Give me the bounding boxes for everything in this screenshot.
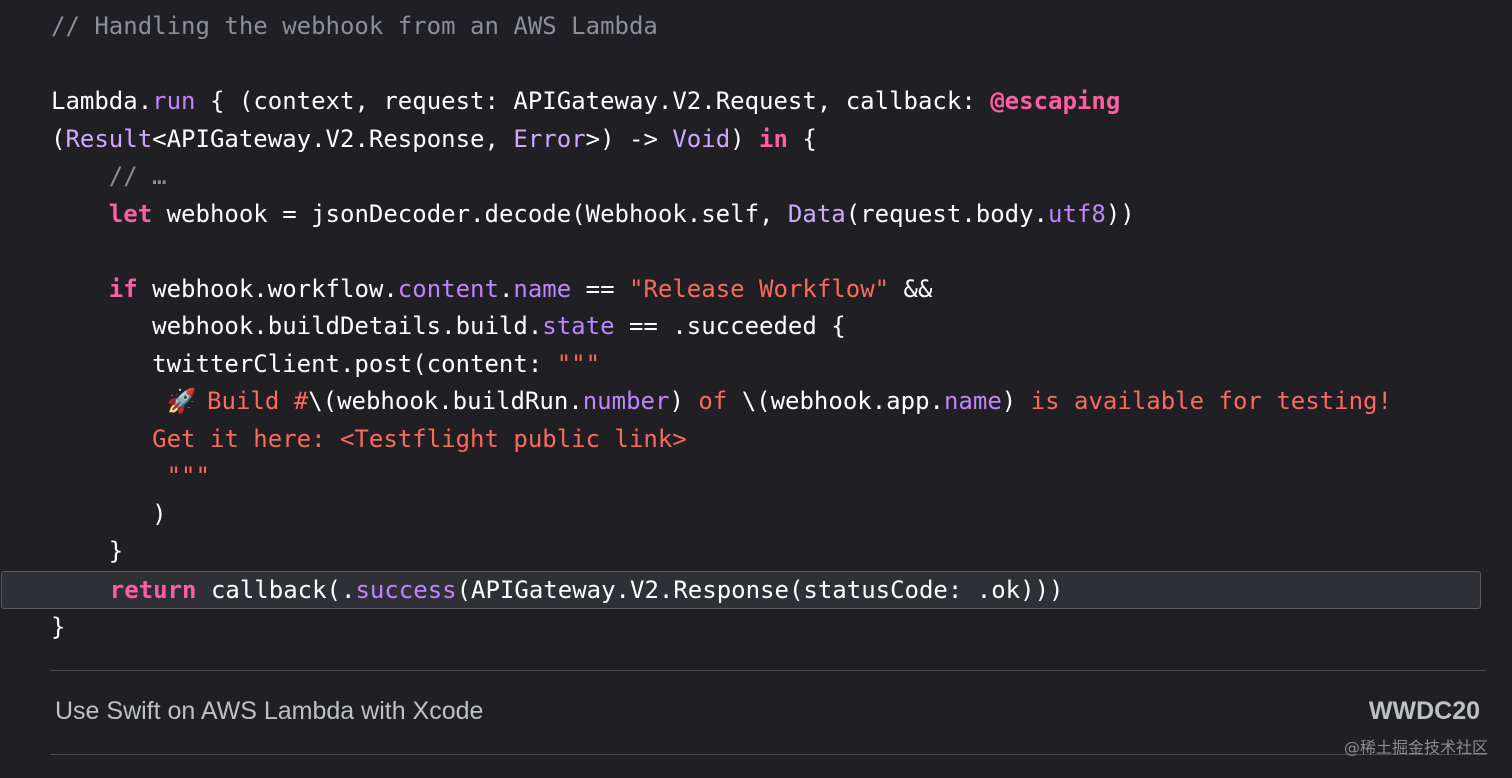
code-token: number [582, 387, 670, 415]
code-token [51, 275, 109, 303]
code-token: )) [1105, 199, 1135, 228]
code-token: Build # [192, 387, 309, 415]
code-token: { (context, request: APIGateway.V2.Reque… [195, 87, 991, 115]
code-token: Get it here: <Testflight public link> [51, 424, 687, 453]
code-token: name [513, 274, 572, 303]
code-line: """ [0, 458, 1512, 496]
code-token [52, 576, 110, 604]
code-line: 🚀 Build #\(webhook.buildRun.number) of \… [0, 383, 1512, 421]
code-token: in [759, 124, 788, 153]
code-token: (request.body. [845, 199, 1049, 228]
code-token: } [51, 537, 124, 565]
code-token: // … [51, 162, 167, 190]
code-token: webhook.buildDetails.build. [51, 312, 543, 340]
code-line: } [0, 609, 1512, 647]
code-line: let webhook = jsonDecoder.decode(Webhook… [0, 196, 1512, 234]
code-token: ) [1001, 387, 1017, 415]
code-token [51, 387, 167, 415]
code-line-highlighted: return callback(.success(APIGateway.V2.R… [1, 570, 1481, 609]
watermark: @稀土掘金技术社区 [1343, 738, 1488, 757]
rocket-icon: 🚀 [166, 387, 197, 415]
code-line: twitterClient.post(content: """ [0, 346, 1512, 384]
wwdc-brand: WWDC20 [1368, 697, 1480, 725]
code-token: webhook.workflow. [137, 274, 398, 303]
code-token: of [683, 387, 742, 415]
code-token: Result [65, 124, 153, 153]
code-token: . [498, 274, 514, 303]
code-token: let [108, 199, 153, 228]
code-editor: // Handling the webhook from an AWS Lamb… [0, 8, 1512, 646]
code-line [0, 46, 1512, 84]
code-token: return [109, 575, 197, 604]
code-line: // Handling the webhook from an AWS Lamb… [0, 8, 1512, 46]
code-token: \(webhook.app. [741, 387, 944, 415]
code-token: success [355, 575, 457, 604]
code-token: state [542, 312, 615, 340]
code-token: ) [730, 124, 760, 153]
code-line: } [0, 533, 1512, 571]
code-token: == .succeeded { [614, 312, 846, 340]
code-line: (Result<APIGateway.V2.Response, Error>) … [0, 121, 1512, 159]
code-token: is available for testing! [1016, 387, 1392, 415]
code-token: Void [672, 124, 731, 153]
code-token: run [152, 87, 196, 115]
code-token: if [108, 274, 138, 303]
code-line [0, 233, 1512, 271]
code-token: content [397, 274, 499, 303]
code-token: == [571, 274, 629, 303]
code-token: webhook = jsonDecoder.decode(Webhook.sel… [152, 199, 788, 228]
code-token: && [889, 274, 933, 303]
code-token: } [51, 612, 66, 641]
footer-divider-bottom [50, 754, 1486, 755]
code-token: Error [513, 124, 586, 153]
code-line: Lambda.run { (context, request: APIGatew… [0, 83, 1512, 121]
code-token: >) -> [585, 124, 673, 153]
code-line: Get it here: <Testflight public link> [0, 421, 1512, 459]
code-token [51, 200, 109, 228]
code-token: "Release Workflow" [629, 274, 890, 303]
code-token: <APIGateway.V2.Response, [152, 124, 514, 153]
code-token: \(webhook.buildRun. [308, 387, 583, 415]
code-line: ) [0, 496, 1512, 534]
code-token: callback(. [196, 575, 356, 604]
code-token: (APIGateway.V2.Response(statusCode: .ok)… [456, 575, 1064, 604]
code-token: ) [51, 499, 167, 528]
session-title: Use Swift on AWS Lambda with Xcode [55, 697, 484, 725]
code-token: ) [669, 387, 684, 415]
code-line: // … [0, 158, 1512, 196]
code-line: if webhook.workflow.content.name == "Rel… [0, 271, 1512, 309]
code-token: @escaping [990, 87, 1121, 115]
code-token: { [787, 124, 817, 153]
code-token: """ [51, 462, 210, 490]
code-token: Lambda. [51, 87, 153, 115]
code-token: // Handling the webhook from an AWS Lamb… [51, 12, 658, 40]
footer-divider-top [50, 670, 1486, 671]
code-token: name [943, 387, 1002, 415]
code-token: """ [556, 349, 601, 378]
code-token: Data [787, 199, 846, 228]
code-line: webhook.buildDetails.build.state == .suc… [0, 308, 1512, 346]
code-token: ( [51, 124, 66, 153]
code-token: utf8 [1048, 199, 1106, 228]
code-token: twitterClient.post(content: [51, 349, 557, 378]
